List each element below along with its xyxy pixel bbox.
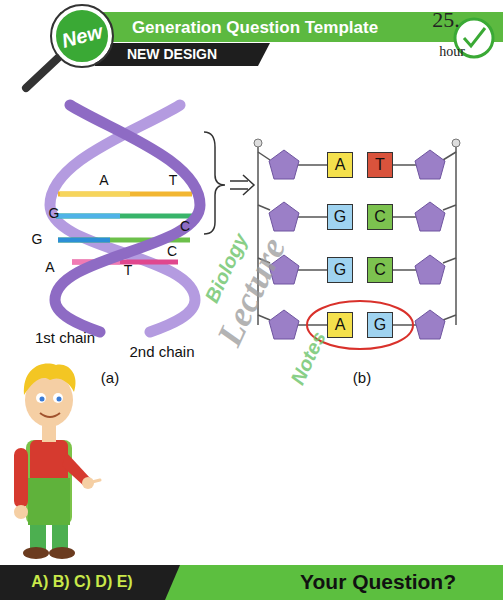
base-letter: G [374,317,386,333]
base-box: G [327,257,353,283]
footer-bar [0,565,503,600]
chain-label: 1st chain [35,330,95,347]
base-letter: G [334,262,346,278]
base-letter: C [374,262,386,278]
base-letter: A [99,173,108,188]
base-letter: A [45,260,54,275]
base-letter: A [335,317,346,333]
base-box: G [367,312,393,338]
base-letter: T [169,173,178,188]
magnifier-handle [26,58,58,88]
base-letter: C [167,244,177,259]
subheader-bar [95,43,270,66]
base-letter: G [49,206,60,221]
dna-helix [50,105,200,332]
panel-label: (a) [101,370,119,387]
panel-label: (b) [353,370,371,387]
base-box: C [367,257,393,283]
chain-label: 2nd chain [129,344,194,361]
arrow-symbol [230,175,254,195]
base-box: C [367,204,393,230]
title: Generation Question Template [132,19,378,38]
base-box: G [327,204,353,230]
base-letter: C [180,219,190,234]
subtitle: NEW DESIGN [127,47,217,62]
base-box: A [327,312,353,338]
base-letter: C [374,209,386,225]
footer-text: Your Question? [300,570,456,593]
base-box: A [327,152,353,178]
answer-options: A) B) C) D) E) [31,573,132,591]
base-letter: T [375,157,385,173]
base-letter: G [334,209,346,225]
magnifier-lens [54,8,110,64]
base-letter: T [124,263,133,278]
clock-number: 25. [432,8,460,32]
base-box: T [367,152,393,178]
base-letter: G [32,232,43,247]
backbone [258,143,456,325]
base-letter: A [335,157,346,173]
footer-dark [0,565,180,600]
bracket [204,132,225,234]
boy-figure [14,364,100,559]
clock-unit: hour [439,44,465,59]
